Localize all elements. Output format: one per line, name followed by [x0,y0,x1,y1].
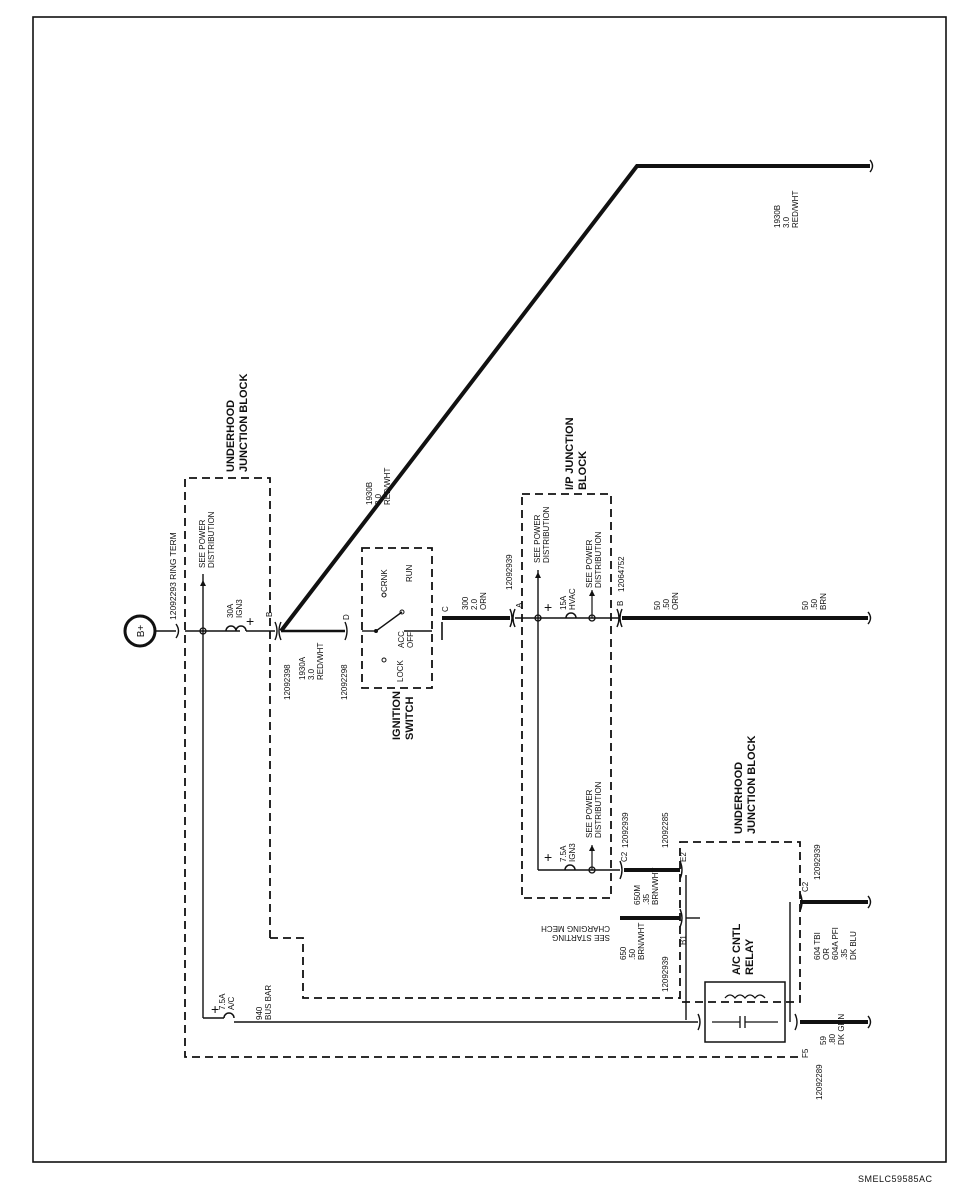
switch-crank-label: CRNK [380,569,389,592]
fuse-30a-symbol [225,625,247,632]
drawing-code: SMELC59585AC [858,1174,933,1184]
connector-d-part: 12092298 [340,664,349,700]
underhood-top-title: UNDERHOOD JUNCTION BLOCK [225,374,250,472]
ignition-crank-contact [381,592,387,598]
wire-300-label: 300 2.0 ORN [461,592,488,610]
ring-term-label: 12092293 RING TERM [168,532,178,620]
fuse-30a-label: 30A IGN3 [226,599,244,618]
wire-50-end [867,611,872,625]
wire-650-label: 650 .50 BRN/WHT [619,923,646,960]
connector-c2-label: C2 [801,881,810,892]
ac-relay-label: A/C CNTL RELAY [731,921,756,975]
connector-b-top-label: B [265,612,274,617]
plus-icon: + [544,849,552,865]
connector-a-ip [509,608,516,628]
arrow-icon [589,590,595,596]
see-power-dist-3: SEE POWER DISTRIBUTION [585,531,603,588]
ignition-lock-contact [381,657,387,663]
connector-c2-ip [619,860,623,880]
connector-b1 [679,908,683,928]
wire-1930a-label: 1930A 3.0 RED/WHT [298,643,325,680]
connector-e2-label: E2 [679,852,688,862]
connector-b-top-part: 12092398 [283,664,292,700]
arrow-icon [535,572,541,578]
underhood-bottom-title: UNDERHOOD JUNCTION BLOCK [733,736,758,834]
page-frame [32,16,947,1163]
bus-bar-label: 940 BUS BAR [255,985,273,1020]
connector-f5-label: F5 [801,1048,810,1058]
ignition-pivot [374,629,378,633]
connector-c2 [799,892,803,912]
see-power-dist-2: SEE POWER DISTRIBUTION [533,506,551,563]
relay-coil [724,994,766,1000]
ignition-switch-title: IGNITION SWITCH [391,688,416,740]
connector-a-ip-label: A [515,602,524,608]
underhood-block-bottom-outline [679,841,801,1003]
switch-acc-label: ACC OFF [397,629,415,648]
wire-604-label: 604 TBI OR 604A PFI .35 DK BLU [813,925,858,960]
ac-relay-box [704,981,786,1043]
fuse-15a-symbol [565,612,577,619]
underhood-block-inner-dash [270,937,680,999]
plus-icon: + [246,613,254,629]
fuse-15a-label: 15A HVAC [559,588,577,610]
fuse-7-5a-ac-label: 7.5A A/C [218,992,236,1010]
ip-junction-block-outline [521,493,612,899]
wire-59-label: 59 .80 DK GRN [819,1014,846,1045]
plus-icon: + [544,599,552,615]
connector-b-ip-label: B [616,601,625,606]
wire-1930b-right-label: 1930B 3.0 RED/WHT [773,191,800,228]
connector-c-label: C [441,606,450,612]
connector-b-ip [616,608,623,628]
see-power-dist-4: SEE POWER DISTRIBUTION [585,781,603,838]
ring-term-arc [175,623,180,639]
fuse-7-5a-ign-label: 7.5A IGN3 [559,843,577,862]
see-power-dist-1: SEE POWER DISTRIBUTION [198,511,216,568]
ignition-blade [375,611,403,632]
connector-b1-label: B1 [679,935,688,945]
relay-input-connector [697,1013,701,1031]
wire-1930b [279,164,870,633]
connector-f5 [794,1013,798,1031]
connector-c2-ip-label: C2 [620,851,629,862]
wire-50-label-a: 50 .50 ORN [653,592,680,610]
ip-block-title: I/P JUNCTION BLOCK [564,414,589,490]
switch-lock-label: LOCK [396,660,405,682]
wire-59-end [867,1015,872,1029]
connector-b-top [274,621,282,641]
arrow-icon [200,580,206,586]
connector-a-ip-part: 12092939 [505,554,514,590]
wire-50-label-b: 50 .50 BRN [801,593,828,610]
arrow-icon [589,845,595,851]
underhood-block-top-outline [184,477,800,1058]
battery-label: B+ [136,625,147,638]
connector-d [344,621,348,641]
switch-run-label: RUN [405,564,414,582]
connector-c2-part: 12092939 [813,844,822,880]
connector-b-ip-part: 12064752 [617,556,626,592]
connector-b1-part: 12092939 [661,956,670,992]
see-starting-label: SEE STARTING CHARGING MECH [541,924,610,942]
wire-604-end [867,895,872,909]
connector-f5-part: 12092289 [815,1064,824,1100]
connector-d-label: D [342,614,351,620]
wire-1930b-diag-label: 1930B 3.0 RED/WHT [365,468,392,505]
splice-dot [199,627,207,635]
ignition-run-contact [399,609,405,615]
connector-c2-ip-part: 12092939 [621,812,630,848]
wire-1930b-end [869,159,874,173]
plus-icon: + [211,1001,219,1017]
fuse-7-5a-ac-symbol [223,1012,235,1019]
fuse-7-5a-ign-symbol [564,864,576,871]
wire-650m-label: 650M .35 BRN/WHT [633,868,660,905]
connector-e2-part: 12092285 [661,812,670,848]
